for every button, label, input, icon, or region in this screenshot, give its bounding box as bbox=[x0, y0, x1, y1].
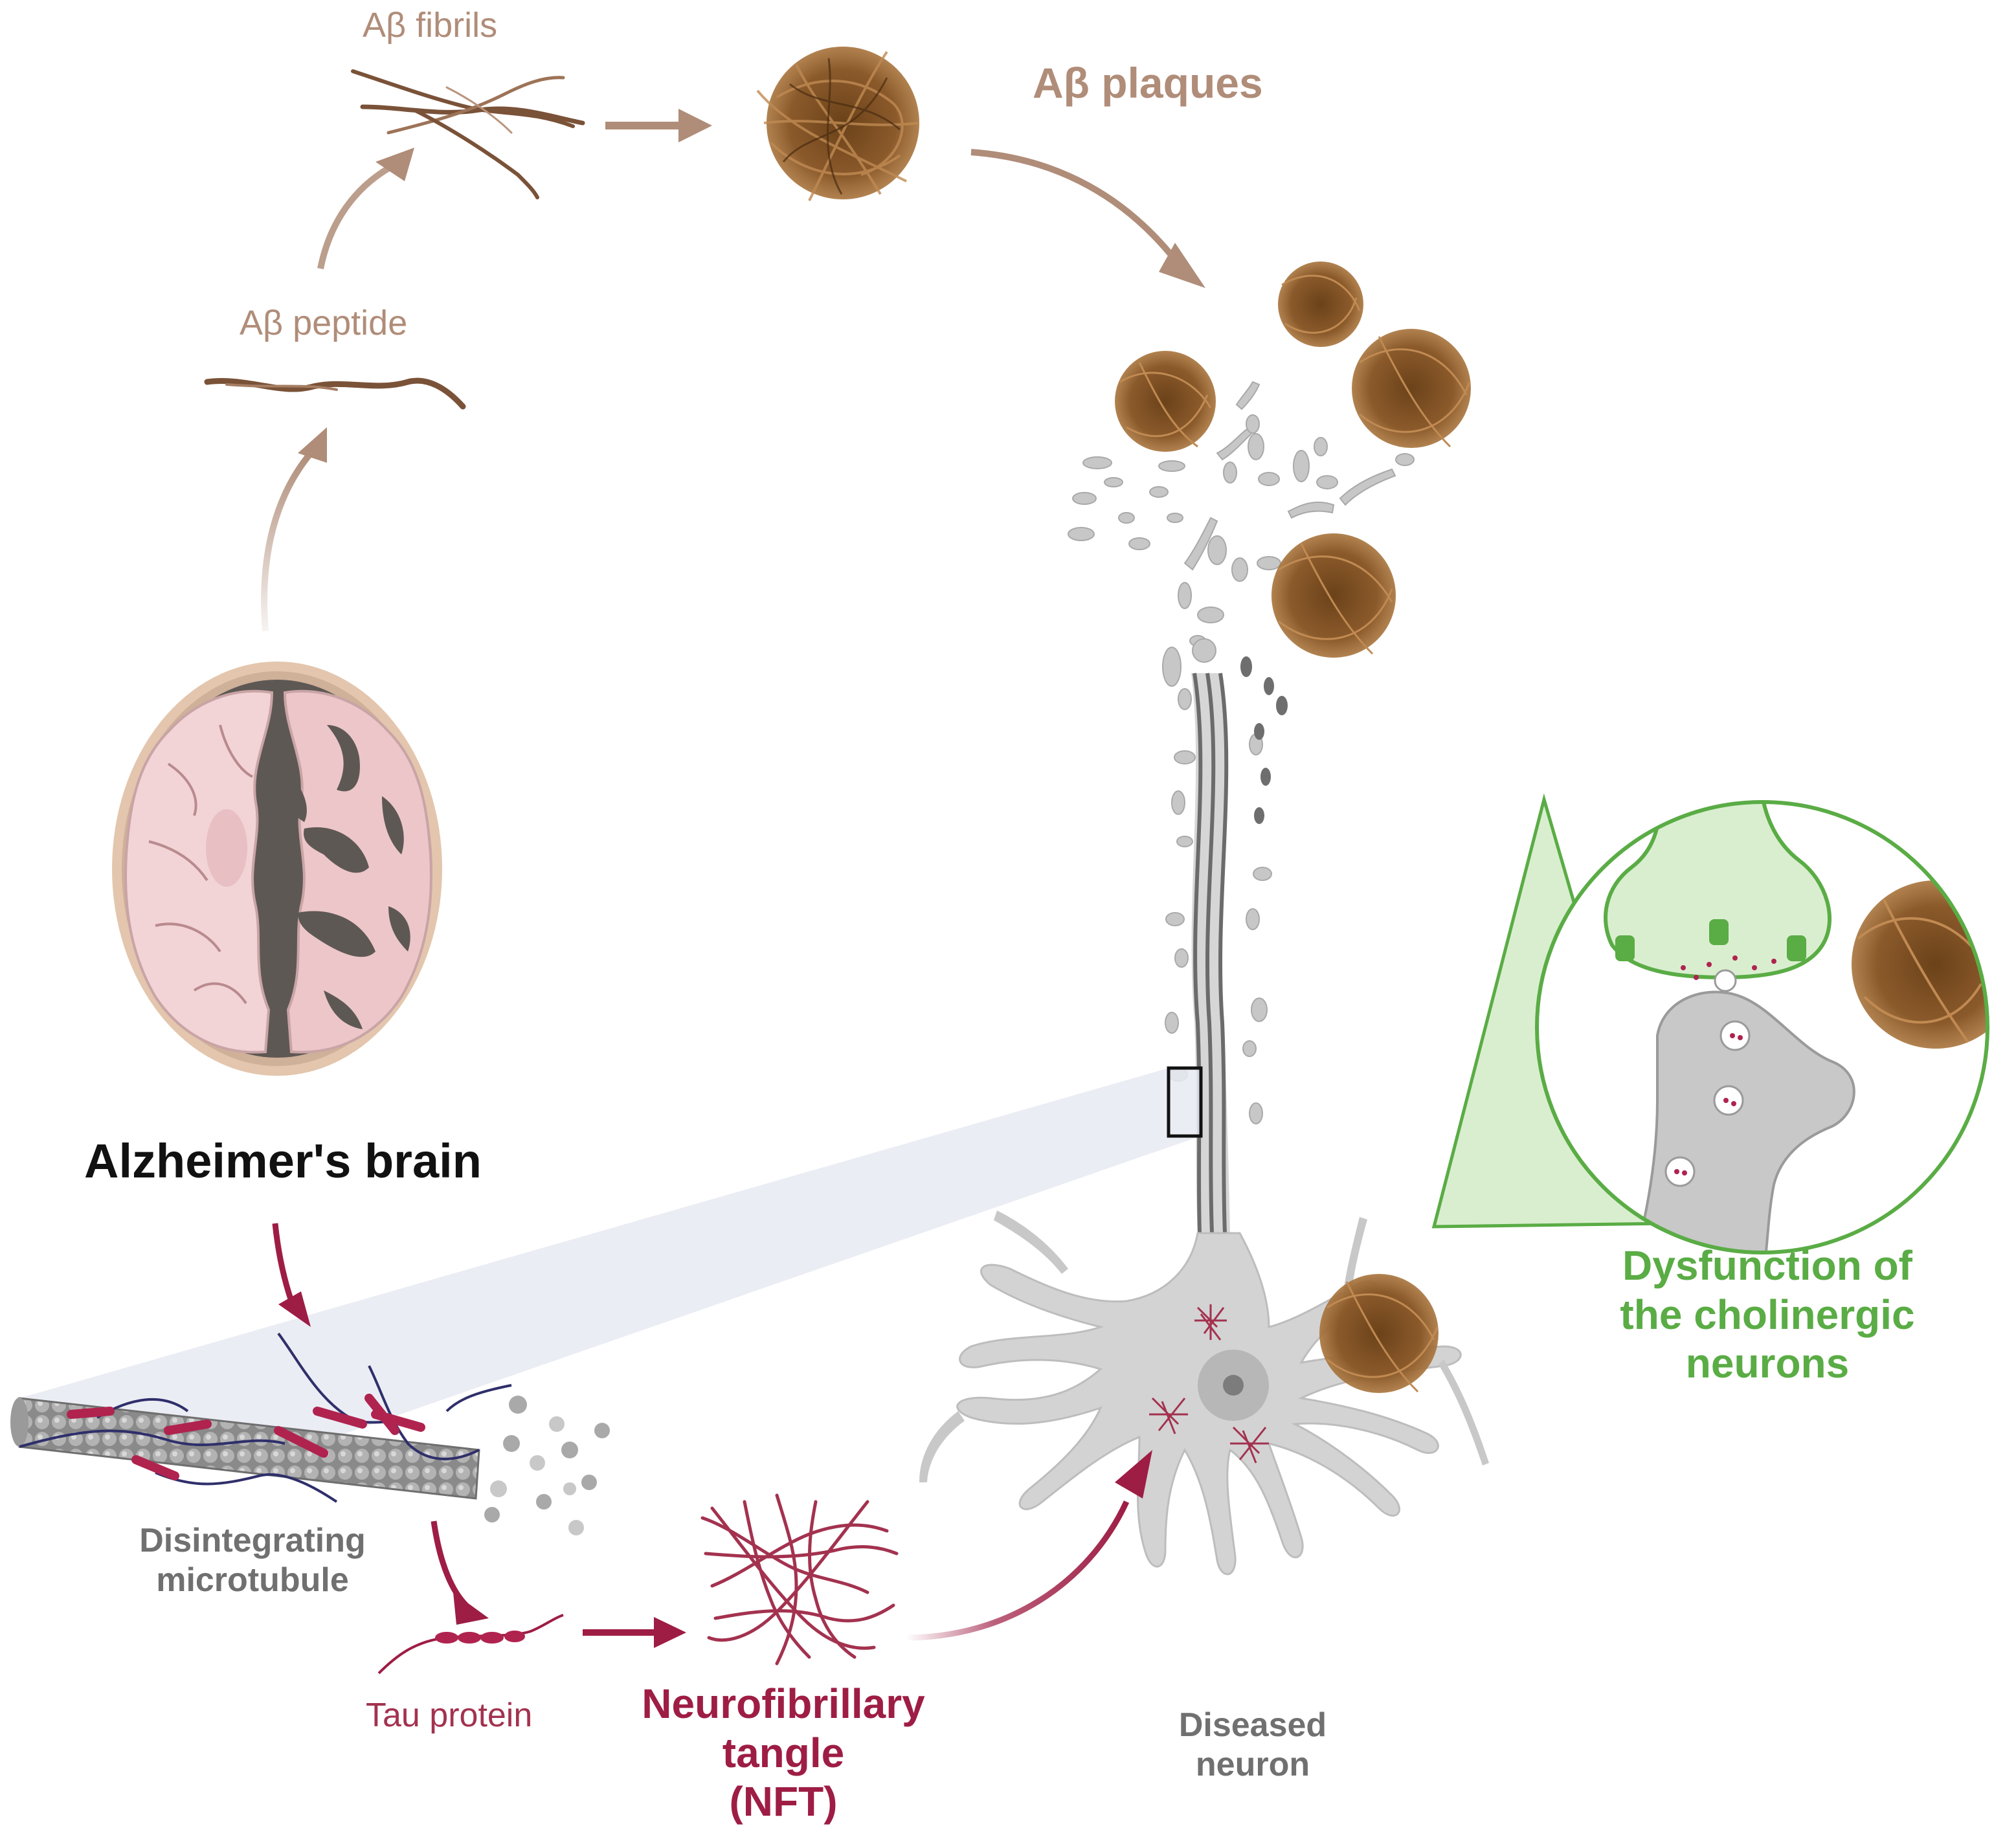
ab-fibrils-label: Aβ fibrils bbox=[363, 6, 498, 45]
nft-line-1: Neurofibrillary bbox=[642, 1680, 925, 1727]
disintegrating-microtubule-line-1: Disintegrating bbox=[139, 1522, 366, 1559]
plaque-3 bbox=[1352, 329, 1471, 448]
diseased-neuron-line-2: neuron bbox=[1195, 1746, 1310, 1784]
ab-peptide-strand bbox=[204, 377, 466, 410]
ab-peptide-label: Aβ peptide bbox=[240, 304, 408, 342]
alzheimers-brain-illustration bbox=[112, 662, 442, 1076]
brain-to-peptide-arrow bbox=[261, 427, 327, 632]
nft-line-3: (NFT) bbox=[729, 1778, 838, 1825]
plaque-5 bbox=[1319, 1274, 1439, 1393]
ab-fibrils bbox=[351, 69, 585, 199]
ab-plaque-top bbox=[756, 47, 920, 201]
zoom-beam bbox=[19, 1068, 1201, 1450]
diseased-neuron bbox=[919, 381, 1489, 1576]
microtubule-to-tau-arrow bbox=[431, 1521, 489, 1625]
plaque-2 bbox=[1278, 262, 1363, 347]
nft-tangle bbox=[700, 1493, 899, 1666]
plaque-to-neuron-arrow bbox=[970, 149, 1205, 288]
cholinergic-line-2: the cholinergic bbox=[1620, 1291, 1915, 1338]
disintegrating-microtubule bbox=[10, 1332, 610, 1535]
ab-plaque-cluster bbox=[1115, 262, 1471, 1393]
ab-plaques-label: Aβ plaques bbox=[1033, 59, 1263, 107]
fibrils-to-plaque-arrow bbox=[605, 109, 712, 142]
nft-line-2: tangle bbox=[722, 1729, 845, 1776]
tau-protein bbox=[377, 1614, 564, 1675]
diseased-neuron-label: Diseased neuron bbox=[1156, 1706, 1350, 1785]
diseased-neuron-line-1: Diseased bbox=[1178, 1706, 1327, 1744]
cholinergic-line-3: neurons bbox=[1685, 1340, 1850, 1387]
axon-zoom-box bbox=[1167, 1066, 1203, 1138]
cholinergic-dysfunction-label: Dysfunction of the cholinergic neurons bbox=[1580, 1242, 1955, 1388]
peptide-to-fibrils-arrow bbox=[317, 148, 414, 269]
tau-protein-label: Tau protein bbox=[366, 1697, 533, 1734]
alzheimers-brain-label: Alzheimer's brain bbox=[84, 1134, 482, 1188]
nucleolus bbox=[1223, 1375, 1244, 1396]
tau-to-nft-arrow bbox=[583, 1617, 686, 1648]
cholinergic-line-1: Dysfunction of bbox=[1622, 1242, 1912, 1289]
disintegrating-microtubule-label: Disintegrating microtubule bbox=[110, 1521, 395, 1601]
nft-label: Neurofibrillary tangle (NFT) bbox=[622, 1680, 945, 1827]
nft-to-neuron-arrow bbox=[906, 1450, 1152, 1641]
disintegrating-microtubule-line-2: microtubule bbox=[156, 1561, 349, 1599]
dark-fragments bbox=[1240, 656, 1288, 824]
plaque-4 bbox=[1271, 533, 1396, 658]
brain-to-microtubule-arrow bbox=[272, 1223, 311, 1327]
axon bbox=[1191, 673, 1230, 1234]
cholinergic-synapse-inset bbox=[1431, 793, 1989, 1254]
dendrite-fragments bbox=[1068, 381, 1415, 1124]
intracellular-nft bbox=[1149, 1304, 1269, 1464]
plaque-1 bbox=[1115, 351, 1216, 452]
